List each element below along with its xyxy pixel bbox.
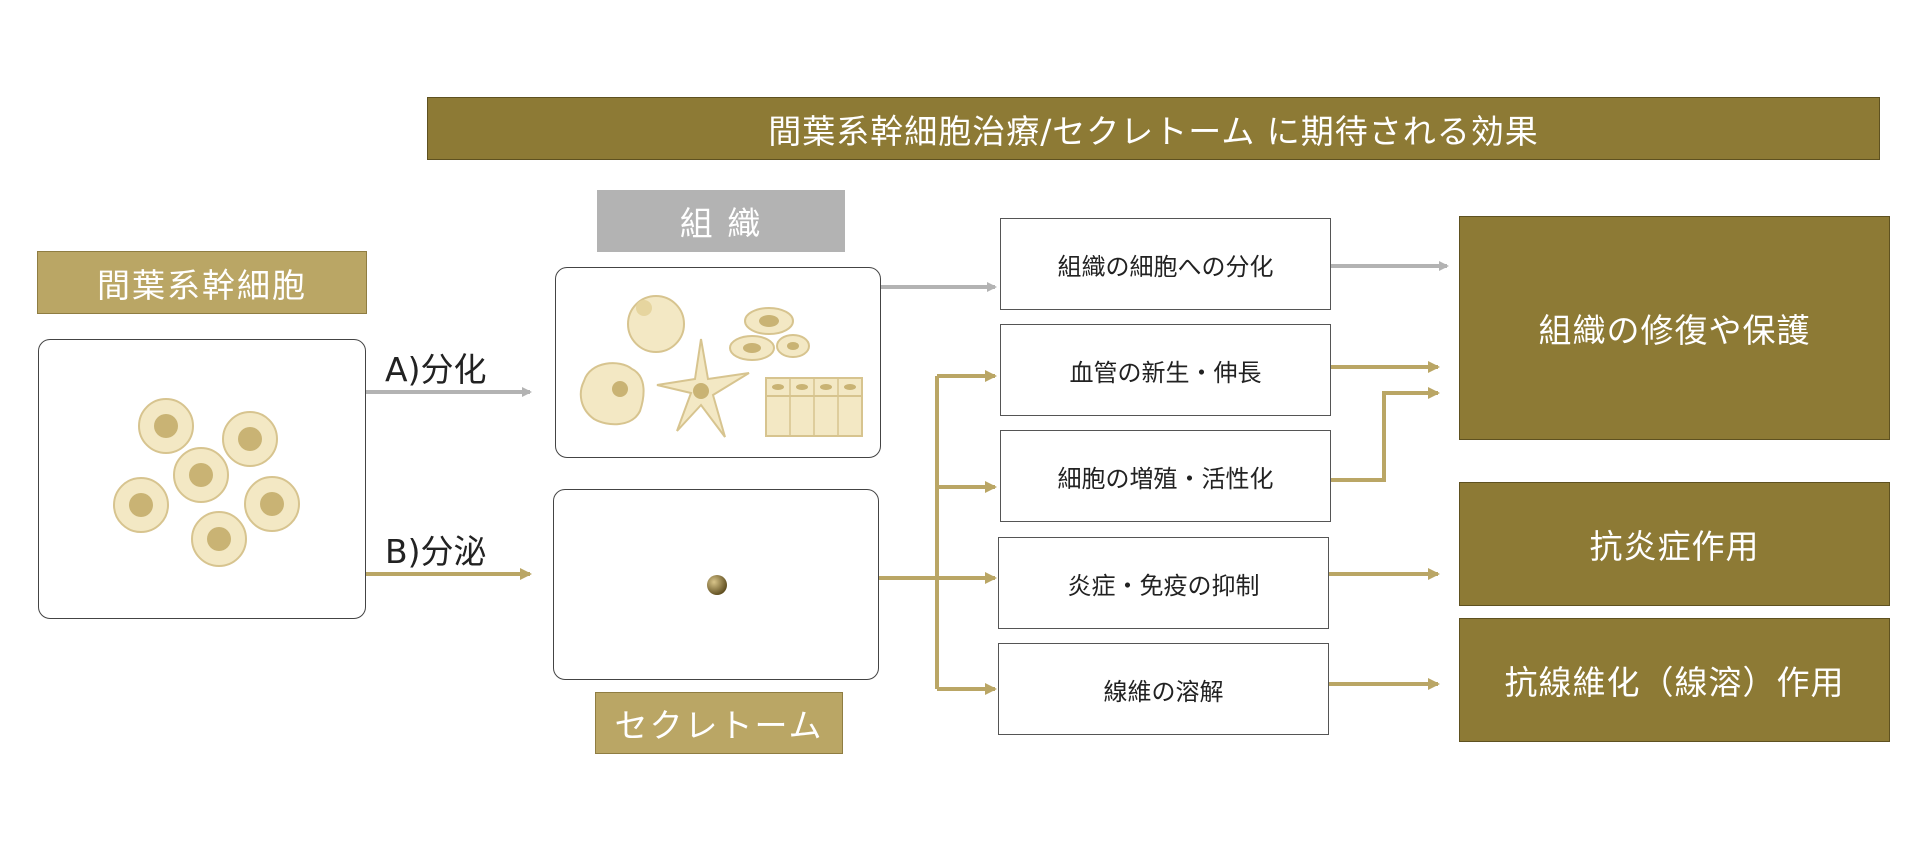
irregular-cell (579, 362, 645, 426)
effect-immunosuppression: 炎症・免疫の抑制 (998, 537, 1329, 629)
outcome-tissue-repair: 組織の修復や保護 (1459, 216, 1890, 440)
oval-cell (776, 334, 810, 358)
secretome-label: セクレトーム (595, 692, 843, 754)
msc-label: 間葉系幹細胞 (37, 251, 367, 314)
route-differentiation-label: A)分化 (385, 350, 487, 389)
effect-differentiation: 組織の細胞への分化 (1000, 218, 1331, 310)
outcome-antifibrotic: 抗線維化（線溶）作用 (1459, 618, 1890, 742)
msc-cell (113, 477, 169, 533)
secretome-particle (707, 575, 727, 595)
msc-cells-panel (38, 339, 366, 619)
route-secretion-label: B)分泌 (385, 532, 487, 571)
effect-proliferation: 細胞の増殖・活性化 (1000, 430, 1331, 522)
msc-cell (244, 476, 300, 532)
msc-cell (191, 511, 247, 567)
secretome-illustration (707, 575, 727, 595)
tissue-panel (555, 267, 881, 458)
oval-cell (744, 307, 794, 335)
outcome-anti-inflammatory: 抗炎症作用 (1459, 482, 1890, 606)
msc-cells-illustration (113, 398, 300, 567)
effect-angiogenesis: 血管の新生・伸長 (1000, 324, 1331, 416)
msc-cell (173, 447, 229, 503)
msc-cell (138, 398, 194, 454)
epithelial-tissue (765, 377, 863, 437)
fat-cell (627, 295, 685, 353)
oval-cell (729, 335, 775, 361)
secretome-panel (553, 489, 879, 680)
neuron-cell (656, 338, 750, 438)
tissue-label: 組 織 (597, 190, 845, 252)
arrow-proliferation-to-repair (1331, 387, 1440, 482)
effect-fibrinolysis: 線維の溶解 (998, 643, 1329, 735)
diagram-title: 間葉系幹細胞治療/セクレトーム に期待される効果 (427, 97, 1880, 160)
msc-cell (222, 411, 278, 467)
tissue-cells-illustration (579, 295, 863, 438)
